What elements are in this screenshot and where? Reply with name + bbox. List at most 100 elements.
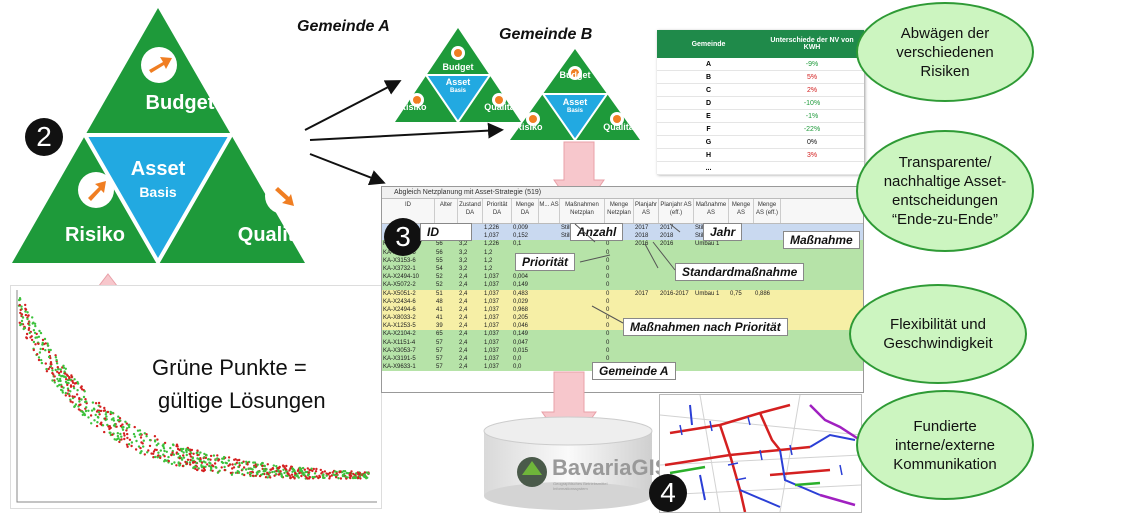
plot-point [85,406,88,409]
spreadsheet-cell: 3,2 [459,241,468,248]
spreadsheet-cell: 0 [606,298,610,305]
plot-point [310,467,313,470]
plot-point [25,337,29,340]
spreadsheet-header-cell[interactable]: Priorität DA [483,199,512,223]
spreadsheet-header-cell[interactable]: Menge AS [729,199,754,223]
plot-point [262,468,266,471]
plot-point [328,471,332,475]
bavariagis-database [483,416,653,510]
plot-point [150,452,153,455]
spreadsheet-header-cell[interactable]: Menge DA [512,199,539,223]
plot-point [321,470,324,474]
step-number-4: 4 [649,474,687,512]
spreadsheet-cell: KA-X1151-4 [383,339,416,346]
plot-point [102,409,106,412]
plot-point [37,342,40,345]
plot-point [46,342,49,345]
plot-point [223,465,226,469]
network-map-lines [660,395,861,512]
spreadsheet-cell: 0 [606,315,610,322]
plot-point [256,463,259,466]
spreadsheet-header-cell[interactable]: Planjahr AS [634,199,659,223]
spreadsheet-header-cell[interactable]: M... AS [539,199,560,223]
spreadsheet-cell: 2,4 [459,274,468,281]
plot-point [163,460,166,463]
plot-point [241,468,244,471]
spreadsheet-cell: 55 [436,257,443,264]
plot-point [251,474,255,477]
plot-point [69,398,72,401]
plot-point [51,379,54,382]
plot-point [137,445,141,448]
plot-point [120,435,123,438]
plot-point [172,453,176,456]
plot-point [66,387,70,390]
spreadsheet-header-cell[interactable]: Menge Netzplan [605,199,634,223]
plot-point [196,468,199,472]
plot-point [203,452,206,456]
plot-point [209,465,213,469]
plot-point [31,316,34,319]
plot-point [211,469,214,472]
plot-point [62,364,65,367]
plot-point [119,424,123,428]
spreadsheet-cell: 0 [606,290,610,297]
spreadsheet-header-cell[interactable]: ID [382,199,435,223]
spreadsheet-header-cell[interactable]: Maßnahme AS [694,199,729,223]
spreadsheet-cell: 3,2 [459,265,468,272]
plot-point [64,367,67,370]
plot-point [269,468,272,471]
plot-point [266,476,269,479]
plot-point [178,457,181,460]
plot-point [80,410,83,413]
plot-point [348,473,351,477]
spreadsheet-cell: 3,2 [459,249,468,256]
plot-point [109,426,112,430]
plot-point [133,425,136,429]
gemeinde-a-title: Gemeinde A [297,18,390,35]
plot-point [240,461,244,465]
plot-point [170,462,174,466]
plot-point [53,375,56,378]
plot-point [44,342,47,345]
spreadsheet-header-cell[interactable]: Alter [435,199,458,223]
spreadsheet-header-cell[interactable]: Planjahr AS (eff.) [659,199,694,223]
plot-point [49,361,53,364]
spreadsheet-header-cell[interactable]: Zustand DA [458,199,483,223]
spreadsheet-header-cell[interactable]: Maßnahmen Netzplan [560,199,605,223]
spreadsheet-cell: 0,75 [730,290,742,297]
plot-point [57,379,60,383]
plot-point [271,470,274,474]
plot-point [162,447,166,450]
plot-point [236,470,239,473]
plot-point [94,402,98,405]
plot-point [194,467,197,470]
callout-anzahl: Anzahl [570,223,624,241]
plot-point [47,367,50,371]
plot-point [41,338,45,342]
plot-point [209,462,212,465]
plot-point [251,468,254,471]
gemeinde-cell: B [657,70,760,84]
plot-point [346,472,350,475]
plot-point [328,475,332,478]
plot-point [171,443,175,446]
plot-point [282,468,285,471]
plot-point [74,403,78,406]
spreadsheet-header-cell[interactable]: Menge AS (eff.) [754,199,781,223]
unterschied-cell: -22% [760,122,864,136]
step-number-3: 3 [384,218,422,256]
spreadsheet-cell: 1,2 [484,265,493,272]
